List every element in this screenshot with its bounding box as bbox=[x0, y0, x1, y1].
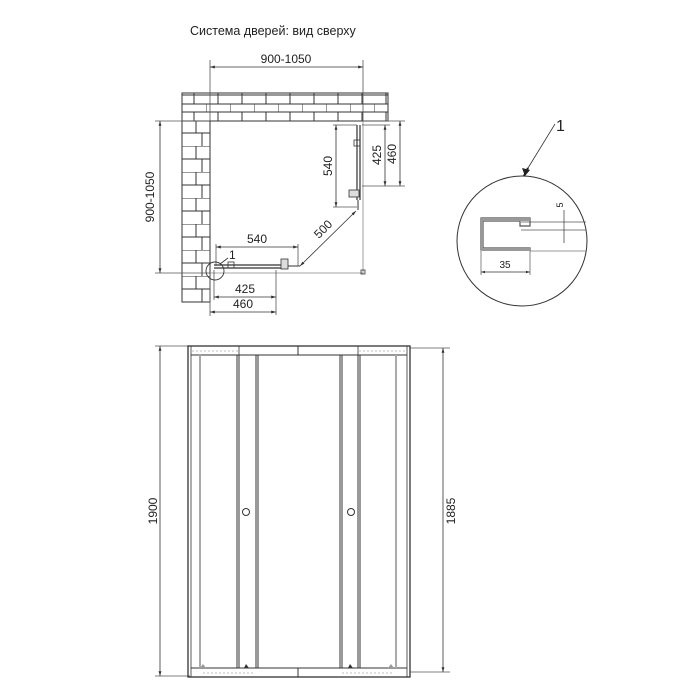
detail-callout-marker: 1 bbox=[205, 248, 236, 281]
elevation-view: 1900 1885 bbox=[146, 345, 458, 678]
fixed-panel-left bbox=[199, 355, 240, 668]
dim-diagonal: 500 bbox=[299, 210, 357, 267]
bottom-425-label: 425 bbox=[235, 282, 255, 296]
dim-right-540: 540 bbox=[321, 124, 357, 208]
right-425-label: 425 bbox=[370, 145, 384, 165]
right-door bbox=[348, 125, 361, 210]
diagonal-label: 500 bbox=[311, 217, 335, 241]
detail-callout-label: 1 bbox=[556, 118, 565, 135]
height-1900-label: 1900 bbox=[146, 497, 160, 524]
detail-view: 1 5 35 bbox=[456, 118, 588, 307]
bottom-540-label: 540 bbox=[247, 232, 267, 246]
top-wall bbox=[181, 92, 389, 122]
dim-bottom-460: 460 bbox=[209, 273, 276, 316]
left-wall bbox=[181, 120, 211, 303]
dim-width: 900-1050 bbox=[209, 52, 364, 121]
depth-dim-label: 900-1050 bbox=[143, 171, 157, 222]
height-1885-label: 1885 bbox=[444, 497, 458, 524]
drawing-title: Система дверей: вид сверху bbox=[190, 24, 356, 38]
fixed-panel-right bbox=[357, 355, 397, 668]
bottom-door bbox=[214, 258, 300, 270]
right-540-label: 540 bbox=[321, 156, 335, 176]
handle-right-icon bbox=[347, 508, 355, 516]
callout-label: 1 bbox=[229, 248, 236, 262]
width-dim-label: 900-1050 bbox=[261, 52, 312, 66]
profile-width-label: 35 bbox=[499, 260, 511, 271]
gap-label: 5 bbox=[555, 202, 565, 207]
right-460-label: 460 bbox=[385, 144, 399, 164]
sliding-door-left bbox=[242, 355, 259, 668]
sliding-door-right bbox=[339, 355, 355, 668]
plan-view: 900-1050 900-1050 bbox=[143, 52, 405, 316]
dim-depth: 900-1050 bbox=[143, 120, 210, 274]
handle-left-icon bbox=[242, 508, 250, 516]
dim-right-425: 425 bbox=[362, 124, 405, 187]
bottom-460-label: 460 bbox=[233, 297, 253, 311]
dim-right-460: 460 bbox=[363, 120, 405, 186]
dim-bottom-425: 425 bbox=[213, 270, 277, 315]
